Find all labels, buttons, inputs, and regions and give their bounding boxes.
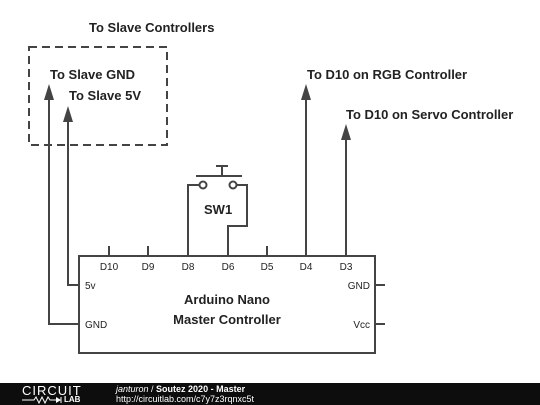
switch-sw1	[187, 165, 248, 256]
logo-text-lab: LAB	[64, 395, 81, 404]
arrow-d3-servo	[341, 124, 351, 140]
pin-vcc: Vcc	[353, 320, 370, 331]
pin-d8: D8	[182, 262, 195, 273]
top-pin-stubs	[108, 246, 268, 256]
project-title[interactable]: Soutez 2020 - Master	[156, 384, 246, 394]
slave-gnd-label: To Slave GND	[50, 67, 135, 82]
slave-controllers-box	[28, 46, 168, 146]
pin-d5: D5	[261, 262, 274, 273]
arrow-5v-slave	[63, 106, 73, 122]
pin-d9: D9	[142, 262, 155, 273]
pin-d6: D6	[222, 262, 235, 273]
servo-controller-label: To D10 on Servo Controller	[346, 107, 513, 122]
pin-gnd-left: GND	[85, 320, 107, 331]
footer-bar: CIRCUIT LAB janturon / Soutez 2020 - Mas…	[0, 383, 540, 405]
credit-line: janturon / Soutez 2020 - Master	[116, 384, 245, 394]
logo-text-circuit: CIRCUIT	[22, 383, 82, 398]
pin-5v: 5v	[85, 281, 96, 292]
chip-title-line1: Arduino Nano	[184, 292, 270, 307]
pin-d3: D3	[340, 262, 353, 273]
circuitlab-logo[interactable]: CIRCUIT LAB	[22, 384, 92, 404]
schematic-canvas: To Slave Controllers To Slave GND To Sla…	[28, 20, 513, 354]
slave-5v-label: To Slave 5V	[69, 88, 141, 103]
wire-gnd-slave	[48, 98, 79, 325]
switch-label: SW1	[204, 202, 232, 217]
wire-5v-slave	[67, 120, 79, 286]
arrow-gnd-slave	[44, 84, 54, 100]
arduino-nano-chip	[78, 255, 376, 354]
pin-d4: D4	[300, 262, 313, 273]
logo-wave-icon	[22, 396, 62, 404]
project-url[interactable]: http://circuitlab.com/c7y7z3rqnxc5t	[116, 394, 255, 404]
pin-d10: D10	[100, 262, 119, 273]
author-link[interactable]: janturon	[116, 384, 149, 394]
slave-controllers-label: To Slave Controllers	[89, 20, 214, 35]
credit-separator: /	[148, 384, 157, 394]
rgb-controller-label: To D10 on RGB Controller	[307, 67, 467, 82]
arrow-d4-rgb	[301, 84, 311, 100]
pin-gnd-right: GND	[348, 281, 370, 292]
chip-title-line2: Master Controller	[173, 312, 281, 327]
right-pin-stubs	[375, 284, 385, 325]
